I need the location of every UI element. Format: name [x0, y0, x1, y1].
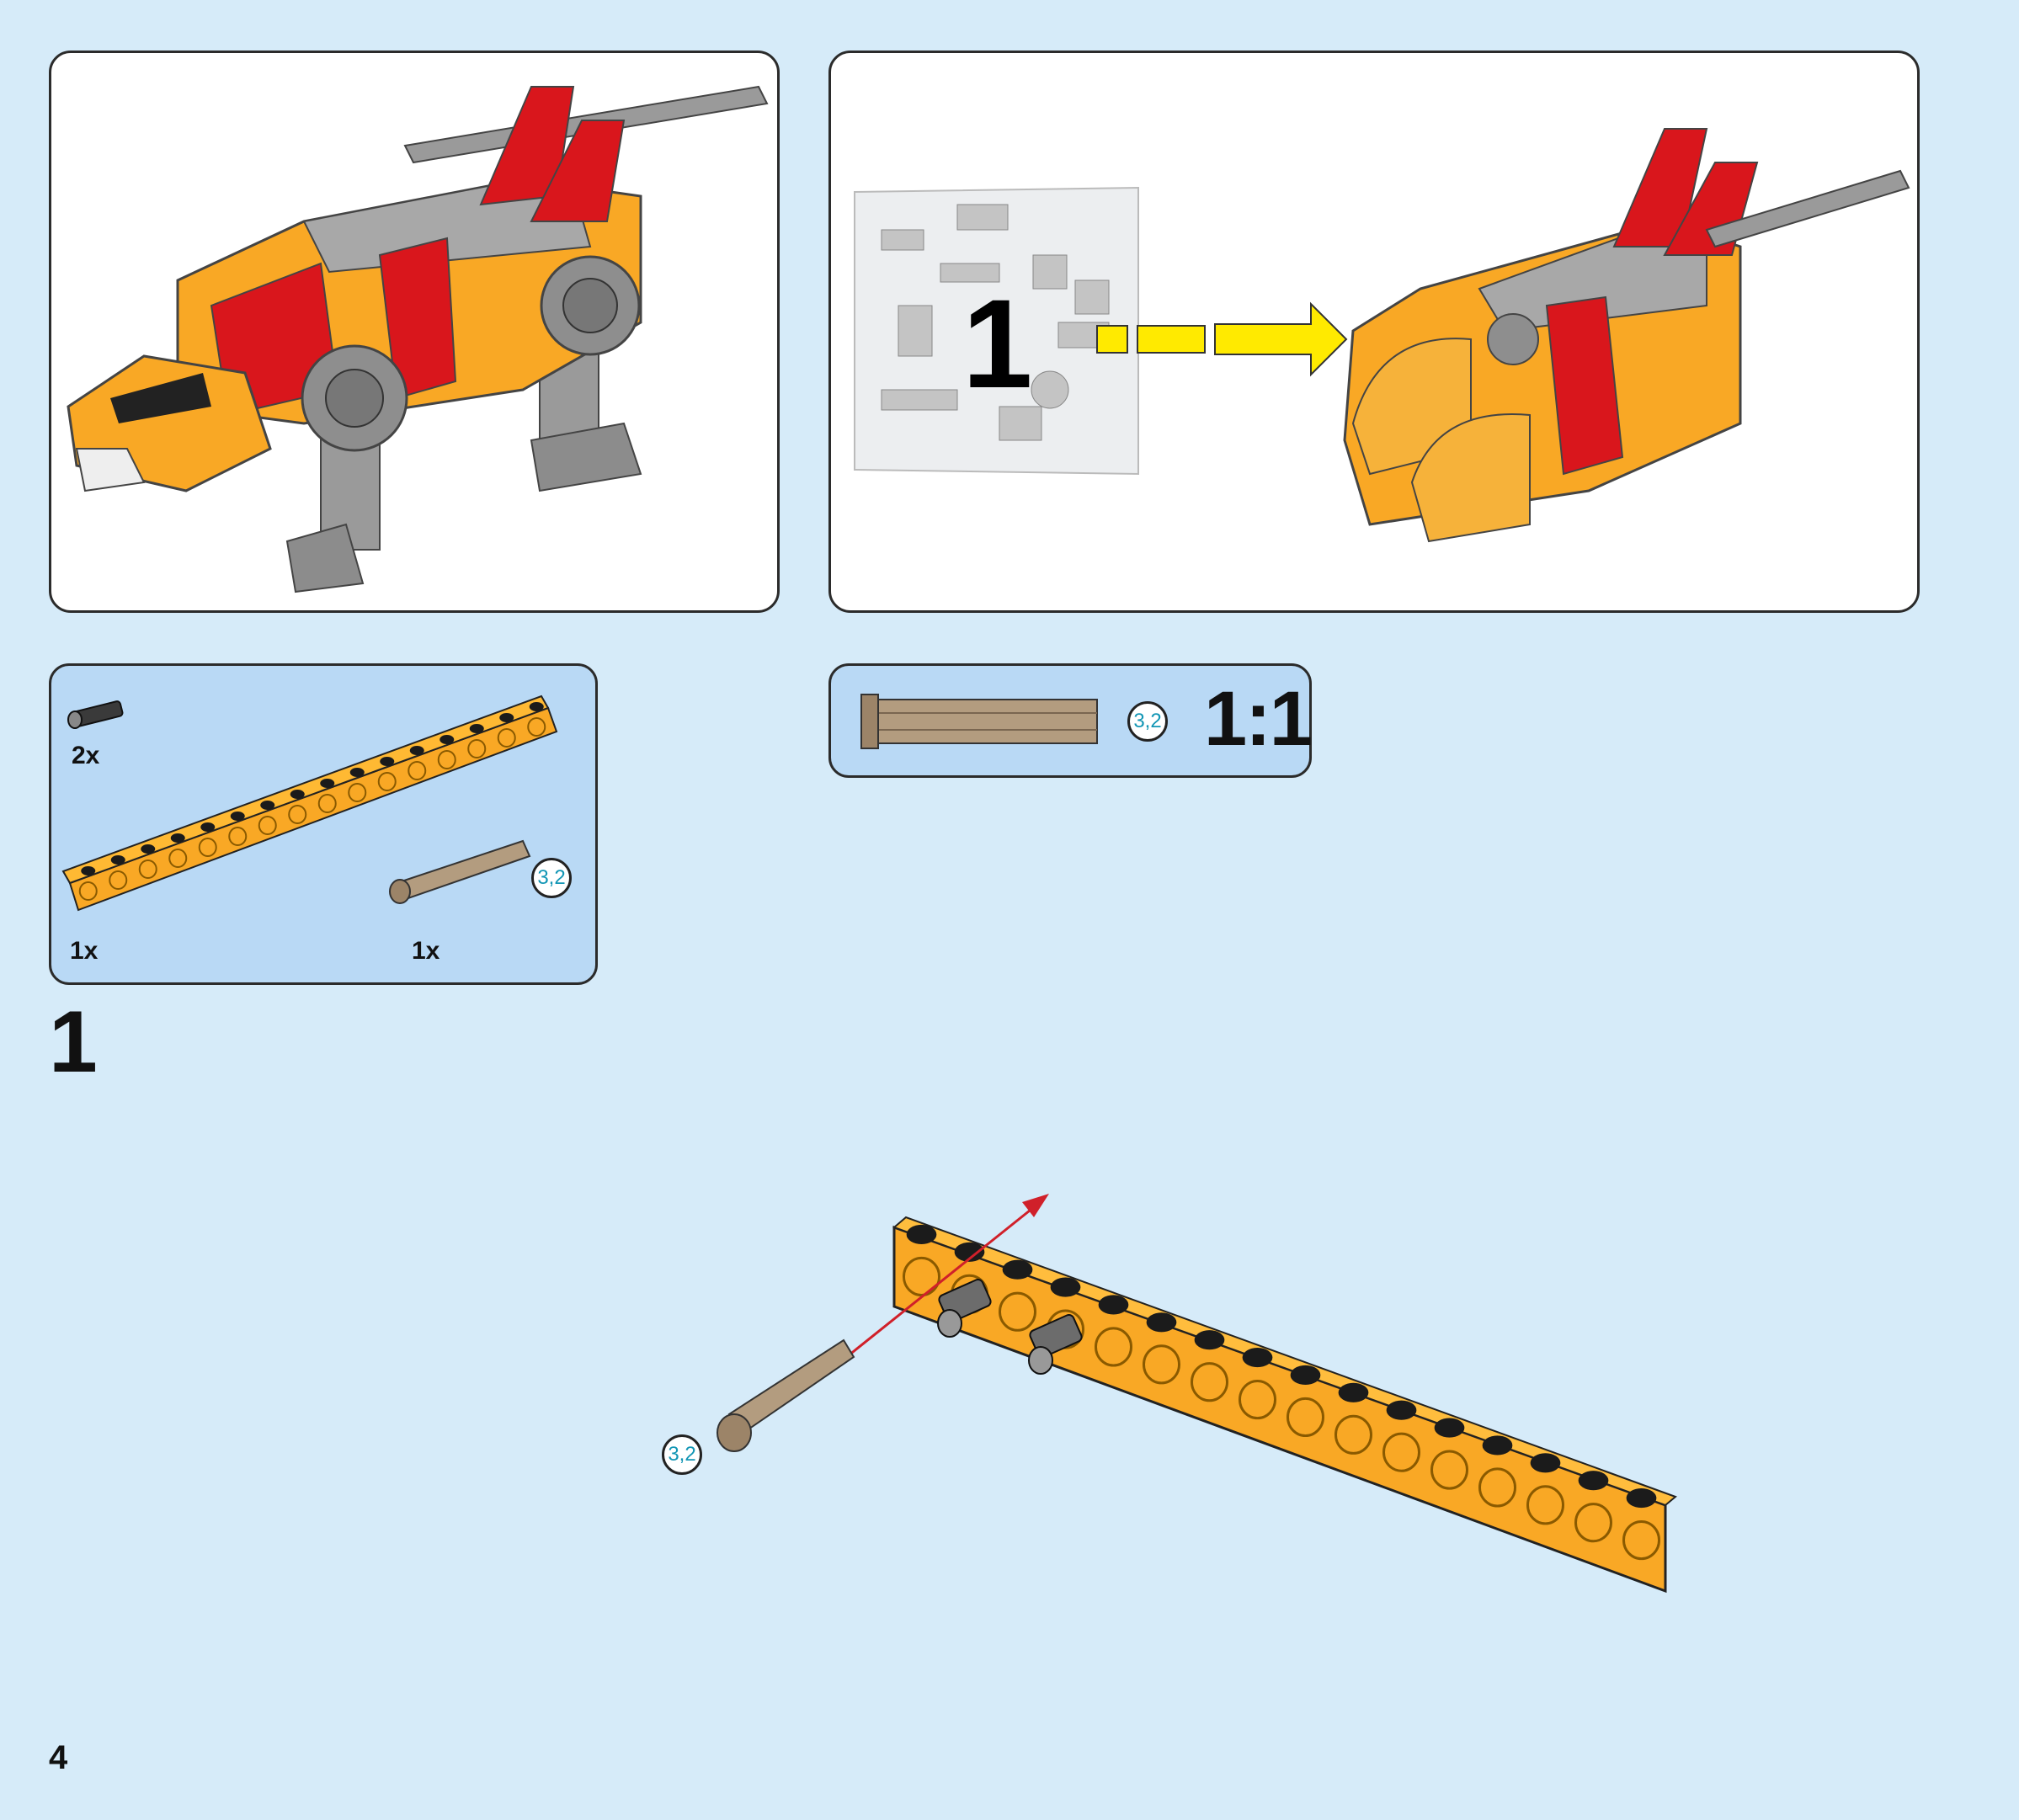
inserted-pin-1	[937, 1279, 992, 1338]
scale-panel: 3,2	[828, 663, 1312, 778]
axle-pin-icon	[67, 700, 124, 729]
axle-quantity: 1x	[412, 937, 440, 965]
axle-length-callout: 3,2	[531, 858, 572, 898]
technic-beam-quantity: 1x	[70, 937, 99, 965]
axle-icon	[389, 839, 531, 904]
inserted-pin-2	[1028, 1314, 1083, 1375]
step-axle-length-callout: 3,2	[662, 1434, 702, 1475]
finished-lion-illustration	[67, 85, 769, 593]
finished-model-panel	[49, 51, 780, 613]
parts-list-illustration	[61, 694, 558, 912]
bag-to-model-illustration	[854, 128, 1910, 543]
axle-being-inserted	[717, 1338, 855, 1452]
axle-actual-size-illustration	[860, 694, 1098, 749]
parts-list-panel: 2x 1x 1x 3,2	[49, 663, 598, 985]
scale-length-callout: 3,2	[1127, 701, 1168, 742]
page-number: 4	[49, 1739, 68, 1776]
axle-pin-quantity: 2x	[72, 742, 100, 769]
scale-ratio: 1:1	[1204, 676, 1313, 762]
bag-overview-panel: 1	[828, 51, 1920, 613]
bag-number: 1	[962, 273, 1033, 414]
step-number: 1	[49, 993, 98, 1091]
